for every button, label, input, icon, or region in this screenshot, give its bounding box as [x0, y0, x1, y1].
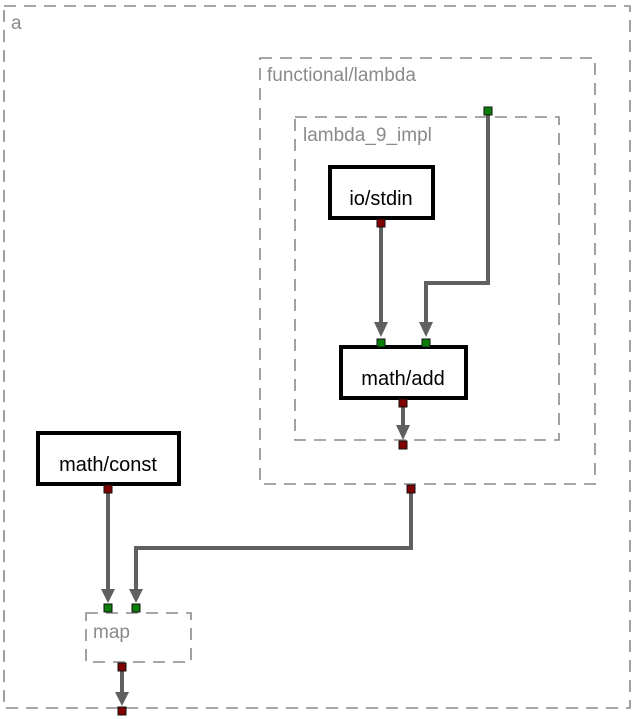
group-map-label: map: [93, 622, 130, 643]
arrow-head: [115, 692, 129, 706]
group-map[interactable]: map: [85, 612, 192, 663]
map-input-port-1[interactable]: [103, 603, 113, 613]
node-math-add-label: math/add: [361, 368, 444, 390]
arrow-head: [419, 322, 433, 337]
a-output-port[interactable]: [117, 706, 127, 716]
group-lambda-9-impl[interactable]: lambda_9_impl: [294, 116, 560, 441]
add-output-port[interactable]: [398, 398, 408, 408]
group-lambda-9-impl-border: [294, 116, 560, 441]
edge-lambda-out-to-map: [134, 492, 413, 592]
node-math-add[interactable]: math/add: [339, 345, 468, 400]
arrow-head: [374, 322, 388, 337]
ports: [103, 106, 493, 716]
node-io-stdin[interactable]: io/stdin: [328, 165, 435, 220]
add-input-port-2[interactable]: [421, 338, 431, 348]
lambda-output-port[interactable]: [406, 484, 416, 494]
node-math-const-box: [36, 431, 181, 486]
arrow-head: [129, 589, 143, 603]
group-a-label: a: [11, 13, 22, 34]
edges: [101, 115, 490, 706]
group-functional-lambda-border: [259, 57, 596, 485]
node-math-add-box: [339, 345, 468, 400]
group-map-border: [85, 612, 192, 663]
map-input-port-2[interactable]: [131, 603, 141, 613]
node-io-stdin-box: [328, 165, 435, 220]
node-io-stdin-label: io/stdin: [349, 188, 412, 210]
impl-output-port[interactable]: [398, 440, 408, 450]
node-math-const[interactable]: math/const: [36, 431, 181, 486]
stdin-output-port[interactable]: [376, 218, 386, 228]
group-functional-lambda[interactable]: functional/lambda: [259, 57, 596, 485]
group-functional-lambda-label: functional/lambda: [267, 65, 416, 86]
map-output-port[interactable]: [117, 662, 127, 672]
arrow-head: [396, 425, 410, 440]
edge-lambda-in-to-add: [424, 115, 490, 326]
arrow-head: [101, 589, 115, 603]
const-output-port[interactable]: [103, 484, 113, 494]
node-math-const-label: math/const: [59, 454, 157, 476]
group-a[interactable]: a: [3, 5, 631, 709]
group-lambda-9-impl-label: lambda_9_impl: [303, 125, 432, 146]
group-a-border: [3, 5, 631, 709]
add-input-port-1[interactable]: [376, 338, 386, 348]
lambda-input-port[interactable]: [483, 106, 493, 116]
